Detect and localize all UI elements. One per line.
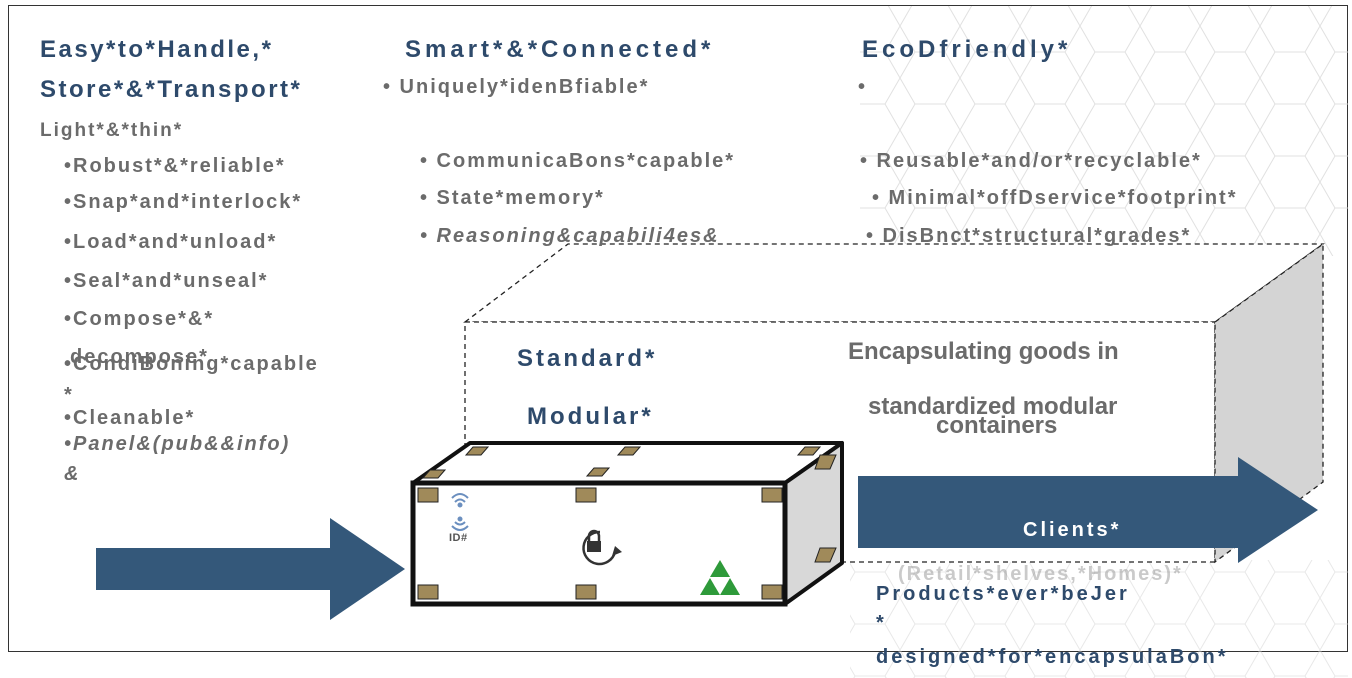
- handle-title-line2: Store*&*Transport*: [40, 76, 303, 103]
- encap-line1: Encapsulating goods in: [848, 338, 1119, 365]
- clients-sub-label: (Retail*shelves,*Homes)*: [898, 563, 1183, 585]
- eco-item-grades: • DisBnct*structural*grades*: [866, 225, 1192, 247]
- handle-item-compose: •Compose*&*: [64, 308, 215, 330]
- wireless-icon: [451, 493, 469, 531]
- handle-subtitle: Light*&*thin*: [40, 120, 184, 141]
- clients-label: Clients*: [1023, 519, 1122, 541]
- hex-background: [860, 6, 1348, 256]
- handle-item-panel: •Panel&(pub&&info): [64, 433, 291, 455]
- handle-item-decompose: decompose*: [70, 346, 209, 368]
- standard-label: Standard*: [517, 345, 658, 372]
- smart-item-reasoning: • Reasoning&capabili4es&: [420, 225, 720, 247]
- handle-item-seal: •Seal*and*unseal*: [64, 270, 269, 292]
- handle-item-snap: •Snap*and*interlock*: [64, 191, 303, 213]
- handle-item-load: •Load*and*unload*: [64, 231, 278, 253]
- corner-blocks: [417, 446, 837, 600]
- products-line1: Products*ever*beJer: [876, 583, 1130, 605]
- products-line3: designed*for*encapsulaBon*: [876, 646, 1229, 668]
- smart-item-communications: • CommunicaBons*capable*: [420, 150, 736, 172]
- encap-line2: standardized modular: [868, 393, 1118, 420]
- handle-item-cleanable: •Cleanable*: [64, 407, 196, 429]
- smart-item-state-memory: • State*memory*: [420, 187, 605, 209]
- eco-item-reusable: • Reusable*and/or*recyclable*: [860, 150, 1202, 172]
- container-box: [410, 441, 844, 607]
- recycle-icon: [700, 560, 740, 595]
- products-line2: *: [876, 612, 886, 634]
- handle-item-amp: &: [64, 463, 81, 485]
- modular-label: Modular*: [527, 403, 654, 430]
- handle-title-line1: Easy*to*Handle,*: [40, 36, 274, 63]
- eco-item-empty: •: [858, 76, 868, 98]
- handle-item-conditioning: •CondiBoning*capable: [64, 353, 319, 375]
- eco-item-footprint: • Minimal*offDservice*footprint*: [872, 187, 1238, 209]
- smart-item-identifiable: • Uniquely*idenBfiable*: [383, 76, 650, 98]
- smart-title: Smart*&*Connected*: [405, 36, 715, 63]
- handle-item-robust: •Robust*&*reliable*: [64, 155, 286, 177]
- handle-item-star: *: [64, 384, 74, 406]
- container-id-tag: ID#: [449, 532, 468, 544]
- encap-line3: containers: [936, 412, 1058, 439]
- factories-label: Factories*: [150, 591, 292, 618]
- eco-title: EcoDfriendly*: [862, 36, 1072, 63]
- left-arrow: [96, 518, 405, 620]
- lock-cycle-icon: [582, 529, 622, 566]
- hex-background-bottom: [850, 560, 1348, 678]
- dashed-box-top: [463, 243, 1326, 323]
- right-arrow: [858, 457, 1318, 563]
